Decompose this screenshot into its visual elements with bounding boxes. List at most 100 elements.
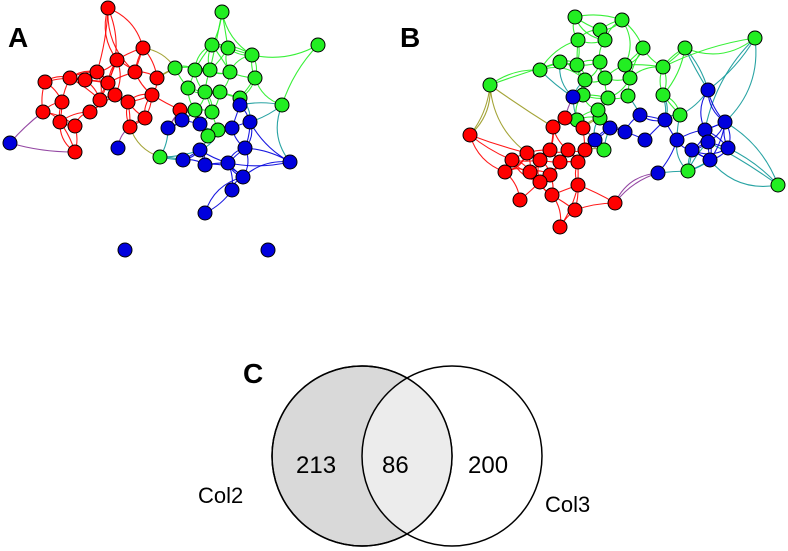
network-node-blue bbox=[197, 157, 213, 173]
network-node-red bbox=[512, 192, 528, 208]
network-b-nodes bbox=[462, 9, 786, 235]
network-node-green bbox=[212, 84, 228, 100]
network-edge bbox=[709, 159, 779, 187]
network-node-green bbox=[532, 62, 548, 78]
network-node-red bbox=[462, 127, 478, 143]
network-edge bbox=[724, 37, 757, 123]
network-node-blue bbox=[235, 169, 251, 185]
network-edge bbox=[724, 121, 779, 186]
network-node-blue bbox=[175, 152, 191, 168]
network-a bbox=[2, 0, 326, 258]
network-edge bbox=[704, 37, 756, 131]
network-node-green bbox=[214, 4, 230, 20]
network-node-green bbox=[635, 40, 651, 56]
panel-label-b: B bbox=[400, 22, 420, 53]
network-edge bbox=[662, 37, 756, 68]
network-a-edges bbox=[9, 7, 319, 214]
network-node-red bbox=[607, 195, 623, 211]
network-node-red bbox=[67, 118, 83, 134]
network-edge bbox=[276, 104, 291, 163]
network-node-blue bbox=[224, 120, 240, 136]
network-node-red bbox=[77, 72, 93, 88]
network-node-red bbox=[144, 87, 160, 103]
network-node-green bbox=[167, 60, 183, 76]
network-node-red bbox=[120, 94, 136, 110]
network-node-blue bbox=[192, 142, 208, 158]
network-node-blue bbox=[684, 142, 700, 158]
network-node-red bbox=[54, 94, 70, 110]
network-node-blue bbox=[242, 114, 258, 130]
network-node-blue bbox=[720, 140, 736, 156]
network-node-blue bbox=[657, 112, 673, 128]
network-node-red bbox=[570, 177, 586, 193]
network-node-red bbox=[52, 114, 68, 130]
network-edge bbox=[614, 172, 659, 204]
network-node-green bbox=[202, 62, 218, 78]
network-node-green bbox=[200, 128, 216, 144]
network-node-red bbox=[135, 40, 151, 56]
network-node-blue bbox=[237, 140, 253, 156]
network-node-red bbox=[37, 74, 53, 90]
network-node-green bbox=[677, 40, 693, 56]
network-edge bbox=[489, 61, 561, 86]
network-node-blue bbox=[110, 140, 126, 156]
network-node-red bbox=[519, 145, 535, 161]
network-node-green bbox=[570, 32, 586, 48]
network-node-blue bbox=[565, 89, 581, 105]
network-node-red bbox=[122, 119, 138, 135]
network-node-green bbox=[680, 163, 696, 179]
network-node-green bbox=[204, 37, 220, 53]
network-node-blue bbox=[637, 132, 653, 148]
network-node-blue bbox=[260, 242, 276, 258]
network-node-red bbox=[149, 70, 165, 86]
network-node-red bbox=[100, 75, 116, 91]
network-node-red bbox=[107, 87, 123, 103]
network-node-blue bbox=[669, 132, 685, 148]
network-node-green bbox=[244, 47, 260, 63]
network-node-blue bbox=[220, 155, 236, 171]
network-node-red bbox=[577, 142, 593, 158]
network-node-green bbox=[310, 37, 326, 53]
network-node-green bbox=[620, 88, 636, 104]
network-node-green bbox=[600, 90, 616, 106]
network-node-green bbox=[274, 97, 290, 113]
network-node-green bbox=[187, 62, 203, 78]
network-node-red bbox=[89, 64, 105, 80]
venn-count-overlap: 86 bbox=[382, 452, 409, 479]
network-node-green bbox=[187, 102, 203, 118]
network-node-green bbox=[617, 57, 633, 73]
network-node-green bbox=[592, 54, 608, 70]
venn-overlap-region bbox=[362, 366, 452, 546]
network-node-blue bbox=[702, 152, 718, 168]
network-node-red bbox=[545, 119, 561, 135]
venn-count-col3-only: 200 bbox=[468, 452, 508, 479]
network-node-green bbox=[197, 84, 213, 100]
network-node-red bbox=[552, 154, 568, 170]
network-node-red bbox=[67, 144, 83, 160]
network-node-red bbox=[570, 154, 586, 170]
network-node-red bbox=[552, 219, 568, 235]
network-node-green bbox=[747, 30, 763, 46]
network-node-red bbox=[575, 120, 591, 136]
network-node-red bbox=[62, 70, 78, 86]
venn-circle-col2-outline bbox=[271, 365, 453, 547]
network-node-blue bbox=[717, 114, 733, 130]
network-node-blue bbox=[197, 205, 213, 221]
network-edge bbox=[281, 44, 319, 106]
network-node-blue bbox=[602, 120, 618, 136]
network-edge bbox=[614, 172, 659, 204]
network-node-green bbox=[552, 54, 568, 70]
network-edge bbox=[249, 121, 291, 163]
network-node-red bbox=[497, 164, 513, 180]
network-node-blue bbox=[224, 182, 240, 198]
network-node-green bbox=[220, 40, 236, 56]
network-edge bbox=[469, 134, 528, 154]
network-a-nodes bbox=[2, 0, 326, 258]
network-node-green bbox=[655, 59, 671, 75]
network-node-red bbox=[542, 142, 558, 158]
venn-diagram: 213 86 200 Col2 Col3 bbox=[198, 365, 590, 547]
network-node-blue bbox=[192, 116, 208, 132]
network-edge bbox=[469, 134, 506, 173]
network-node-green bbox=[152, 149, 168, 165]
